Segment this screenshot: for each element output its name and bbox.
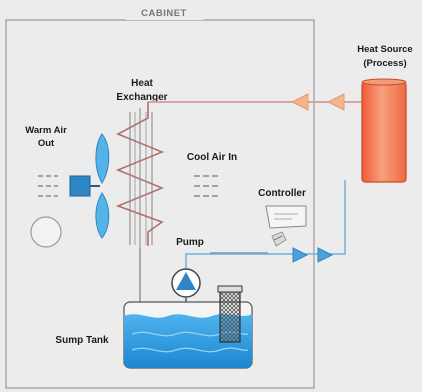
cold-supply-arrow-1: [292, 247, 309, 263]
cool-air-lines: [194, 175, 218, 197]
cold-supply-arrow-2: [317, 247, 334, 263]
heat-exchanger-label-line1: Heat: [131, 78, 153, 89]
controller-icon: [265, 205, 307, 247]
fan-icon: [69, 133, 110, 239]
cold-supply-pipe: [185, 180, 346, 268]
warm-air-label-line2: Out: [38, 138, 55, 149]
sump-strainer: [219, 289, 241, 343]
cool-air-label: Cool Air In: [187, 152, 237, 163]
sump-tank-label: Sump Tank: [55, 335, 109, 346]
heat-source-tank: [361, 78, 407, 183]
heat-exchanger: [115, 102, 165, 250]
pump-label: Pump: [176, 237, 204, 248]
fan-housing-ring: [30, 216, 62, 248]
pump-icon: [171, 268, 201, 298]
hot-return-arrow-1: [326, 93, 345, 111]
warm-air-label-line1: Warm Air: [25, 125, 67, 136]
controller-label: Controller: [258, 188, 306, 199]
warm-air-lines: [38, 175, 58, 197]
cabinet-label: CABINET: [141, 8, 187, 19]
fan-motor: [69, 175, 91, 197]
heat-source-label-line2: (Process): [363, 58, 406, 69]
heat-exchanger-label-line2: Exchanger: [116, 92, 167, 103]
sump-tank: [123, 285, 253, 369]
heat-source-label-line1: Heat Source: [357, 44, 412, 55]
hot-return-arrow-2: [290, 93, 309, 111]
heat-exchanger-coil: [115, 102, 165, 246]
